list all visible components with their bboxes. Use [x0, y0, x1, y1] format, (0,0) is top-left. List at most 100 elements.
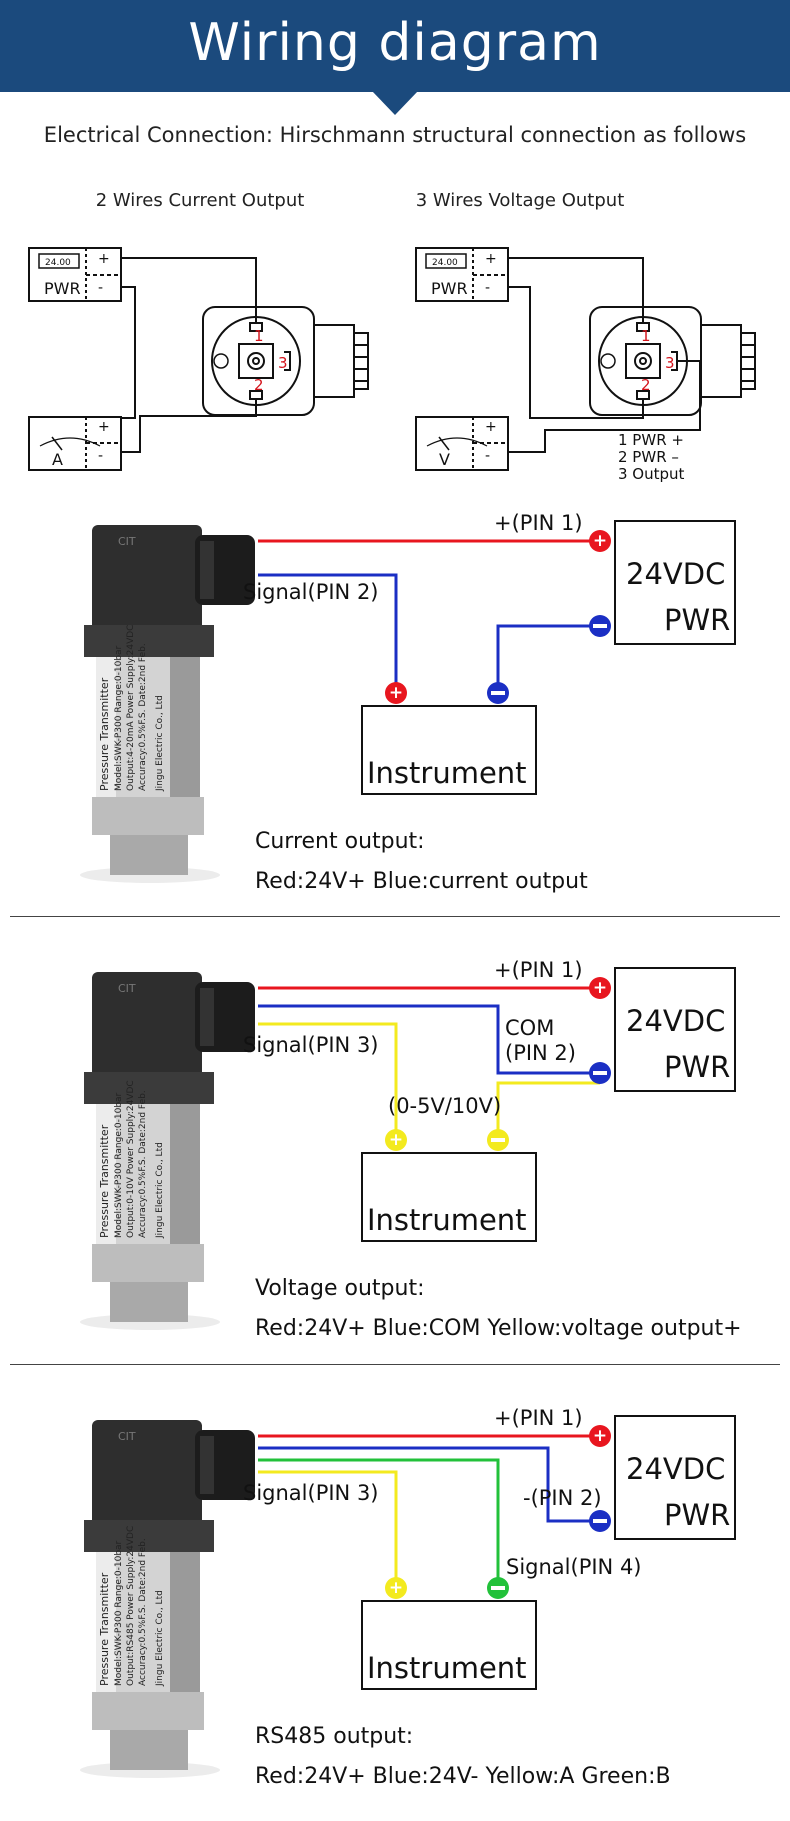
yellow-wire: [258, 1470, 398, 1588]
header-banner: Wiring diagram: [0, 0, 790, 92]
banner-pointer: [372, 91, 418, 115]
supply-box: [614, 967, 736, 1092]
supply-label-1: 24VDC: [626, 1452, 725, 1486]
svg-text:-: -: [485, 280, 490, 296]
pwr-box: [415, 247, 509, 302]
instrument-box: [361, 1600, 537, 1690]
transmitter-line-1: Pressure Transmitter: [98, 677, 111, 791]
left-pin-2: 2: [254, 376, 264, 394]
blue-wire: [258, 573, 398, 693]
left-pin-3: 3: [278, 354, 288, 372]
right-wiring-diagram: [415, 247, 756, 471]
plus-terminal-instrument: [385, 682, 407, 704]
pwr-box: [28, 247, 122, 302]
plus-terminal-instrument: [385, 1129, 407, 1151]
transmitter-line-3: Output:RS485 Power Supply:24VDC: [126, 1526, 136, 1686]
signal-label: Signal(PIN 3): [243, 1481, 379, 1505]
left-pwr-label: PWR: [44, 279, 81, 298]
svg-text:+: +: [389, 1578, 403, 1598]
right-display: 24.00: [432, 258, 458, 268]
transmitter-line-5: Jingu Electric Co., Ltd: [155, 1590, 165, 1687]
signal-label: Signal(PIN 2): [243, 580, 379, 604]
svg-text:+: +: [389, 1130, 403, 1150]
section-voltage-output: CIT Pressure Transmitter Model:SWK-P300 …: [80, 958, 736, 1330]
com-pin-label: (PIN 2): [505, 1041, 576, 1065]
two-wire-title: 2 Wires Current Output: [95, 190, 305, 211]
voltmeter-label: V: [439, 450, 450, 469]
yellow-wire-supply: [496, 1081, 600, 1140]
three-wire-title: 3 Wires Voltage Output: [415, 190, 625, 211]
svg-text:-: -: [485, 448, 490, 464]
transmitter-line-5: Jingu Electric Co., Ltd: [155, 695, 165, 792]
svg-text:+: +: [98, 419, 110, 435]
transmitter-line-1: Pressure Transmitter: [98, 1572, 111, 1686]
transmitter-line-3: Output:4-20mA Power Supply:24VDC: [126, 625, 136, 791]
plus-terminal-instrument: [385, 1577, 407, 1599]
left-pin-1: 1: [254, 327, 264, 345]
page-title: Wiring diagram: [188, 13, 602, 73]
left-display: 24.00: [45, 258, 71, 268]
transmitter-brand: CIT: [118, 535, 136, 548]
left-wiring-diagram: [28, 247, 369, 471]
legend-line-3: 3 Output: [618, 465, 685, 483]
supply-label-1: 24VDC: [626, 557, 725, 591]
note-title-1: Current output:: [255, 829, 425, 854]
com-label: COM: [505, 1016, 554, 1040]
ammeter-label: A: [52, 450, 63, 469]
svg-text:+: +: [389, 683, 403, 703]
transmitter-1: CIT Pressure Transmitter Model:SWK-P300 …: [80, 525, 255, 883]
svg-text:-: -: [98, 280, 103, 296]
supply-box: [614, 1415, 736, 1540]
supply-label-2: PWR: [664, 1050, 730, 1084]
right-pin-1: 1: [641, 327, 651, 345]
transmitter-line-4: Accuracy:0.5%F.S. Date:2nd Feb.: [138, 1538, 148, 1686]
pin2-label: -(PIN 2): [523, 1486, 602, 1510]
section-current-output: CIT Pressure Transmitter Model:SWK-P300 …: [80, 511, 736, 883]
voltmeter-box: [415, 416, 509, 471]
plus-terminal-supply: [589, 530, 611, 552]
supply-box: [614, 520, 736, 645]
pin1-label: +(PIN 1): [494, 1406, 583, 1430]
section-divider: [10, 916, 780, 917]
svg-text:+: +: [485, 251, 497, 267]
green-wire: [258, 1458, 500, 1588]
svg-text:+: +: [485, 419, 497, 435]
voltage-range-label: (0-5V/10V): [388, 1094, 501, 1118]
transmitter-3: CIT Pressure Transmitter Model:SWK-P300 …: [80, 1420, 255, 1778]
transmitter-line-1: Pressure Transmitter: [98, 1124, 111, 1238]
transmitter-line-5: Jingu Electric Co., Ltd: [155, 1142, 165, 1239]
note-colors-2: Red:24V+ Blue:COM Yellow:voltage output+: [255, 1316, 742, 1341]
instrument-label: Instrument: [367, 1203, 527, 1237]
plus-terminal-supply: [589, 1425, 611, 1447]
ammeter-box: [28, 416, 122, 471]
plus-terminal-supply: [589, 977, 611, 999]
svg-text:+: +: [593, 531, 607, 551]
instrument-box: [361, 705, 537, 795]
supply-label-2: PWR: [664, 1498, 730, 1532]
legend-line-1: 1 PWR +: [618, 431, 684, 449]
instrument-label: Instrument: [367, 756, 527, 790]
signal-label: Signal(PIN 3): [243, 1033, 379, 1057]
supply-label-1: 24VDC: [626, 1004, 725, 1038]
transmitter-line-2: Model:SWK-P300 Range:0-10bar: [114, 1540, 124, 1686]
instrument-label: Instrument: [367, 1651, 527, 1685]
legend-line-2: 2 PWR –: [618, 448, 679, 466]
right-pwr-label: PWR: [431, 279, 468, 298]
right-pin-3: 3: [665, 354, 675, 372]
transmitter-line-3: Output:0-10V Power Supply:24VDC: [126, 1080, 136, 1238]
pin1-label: +(PIN 1): [494, 511, 583, 535]
instrument-box: [361, 1152, 537, 1242]
transmitter-line-4: Accuracy:0.5%F.S. Date:2nd Feb.: [138, 643, 148, 791]
signal4-label: Signal(PIN 4): [506, 1555, 642, 1579]
transmitter-line-4: Accuracy:0.5%F.S. Date:2nd Feb.: [138, 1090, 148, 1238]
hirschmann-wiring-diagrams: PWR PWR A V 24.00 24.00 + - + - + - + - …: [28, 247, 756, 483]
yellow-wire: [258, 1022, 398, 1140]
svg-text:+: +: [98, 251, 110, 267]
connection-description: Electrical Connection: Hirschmann struct…: [43, 123, 747, 147]
transmitter-line-2: Model:SWK-P300 Range:0-10bar: [114, 645, 124, 791]
svg-text:-: -: [98, 448, 103, 464]
transmitter-brand: CIT: [118, 1430, 136, 1443]
svg-text:+: +: [593, 978, 607, 998]
transmitter-line-2: Model:SWK-P300 Range:0-10bar: [114, 1092, 124, 1238]
transmitter-brand: CIT: [118, 982, 136, 995]
